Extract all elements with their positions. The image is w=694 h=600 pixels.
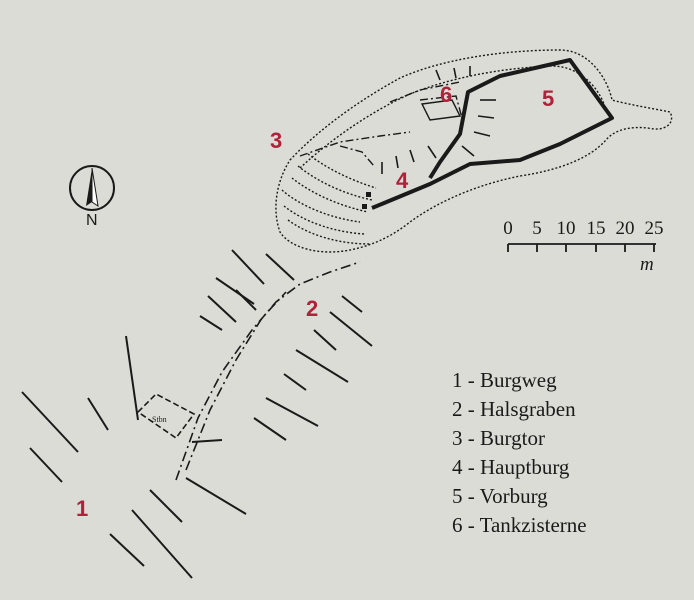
- legend-item: 6 - Tankzisterne: [452, 513, 587, 537]
- scale-tick-label: 5: [532, 218, 542, 239]
- scale-tick-label: 15: [586, 218, 606, 239]
- map-label-4: 4: [396, 168, 409, 193]
- map-label-6: 6: [440, 82, 453, 107]
- map-legend: 1 - Burgweg 2 - Halsgraben 3 - Burgtor 4…: [452, 366, 587, 540]
- legend-item: 4 - Hauptburg: [452, 455, 570, 479]
- legend-item: 3 - Burgtor: [452, 426, 545, 450]
- wall-ticks: [381, 66, 496, 174]
- hill-contour: [275, 49, 673, 253]
- map-label-3: 3: [270, 128, 283, 153]
- gate-marker: [362, 204, 367, 209]
- scale-bar: [507, 243, 656, 252]
- scale-tick-label: 0: [503, 218, 513, 239]
- scale-tick-label: 25: [644, 218, 664, 239]
- cistern-outline: [420, 99, 462, 121]
- scale-unit-label: m: [640, 254, 654, 275]
- path-line: [175, 261, 361, 481]
- main-wall: [371, 58, 614, 210]
- ruin-label: Stbn: [152, 415, 167, 424]
- gate-marker: [366, 192, 371, 197]
- map-label-1: 1: [76, 496, 89, 521]
- scale-tick-label: 20: [615, 218, 635, 239]
- scale-tick-label: 10: [556, 218, 576, 239]
- map-label-2: 2: [306, 296, 319, 321]
- legend-item: 1 - Burgweg: [452, 368, 557, 392]
- terrain-hatching: [21, 249, 373, 579]
- inner-lines: [299, 81, 463, 167]
- legend-item: 2 - Halsgraben: [452, 397, 576, 421]
- ruin-outline: [136, 393, 196, 440]
- compass-rose-icon: [69, 165, 115, 211]
- compass-north-label: N: [86, 212, 98, 229]
- map-label-5: 5: [542, 86, 555, 111]
- legend-item: 5 - Vorburg: [452, 484, 548, 508]
